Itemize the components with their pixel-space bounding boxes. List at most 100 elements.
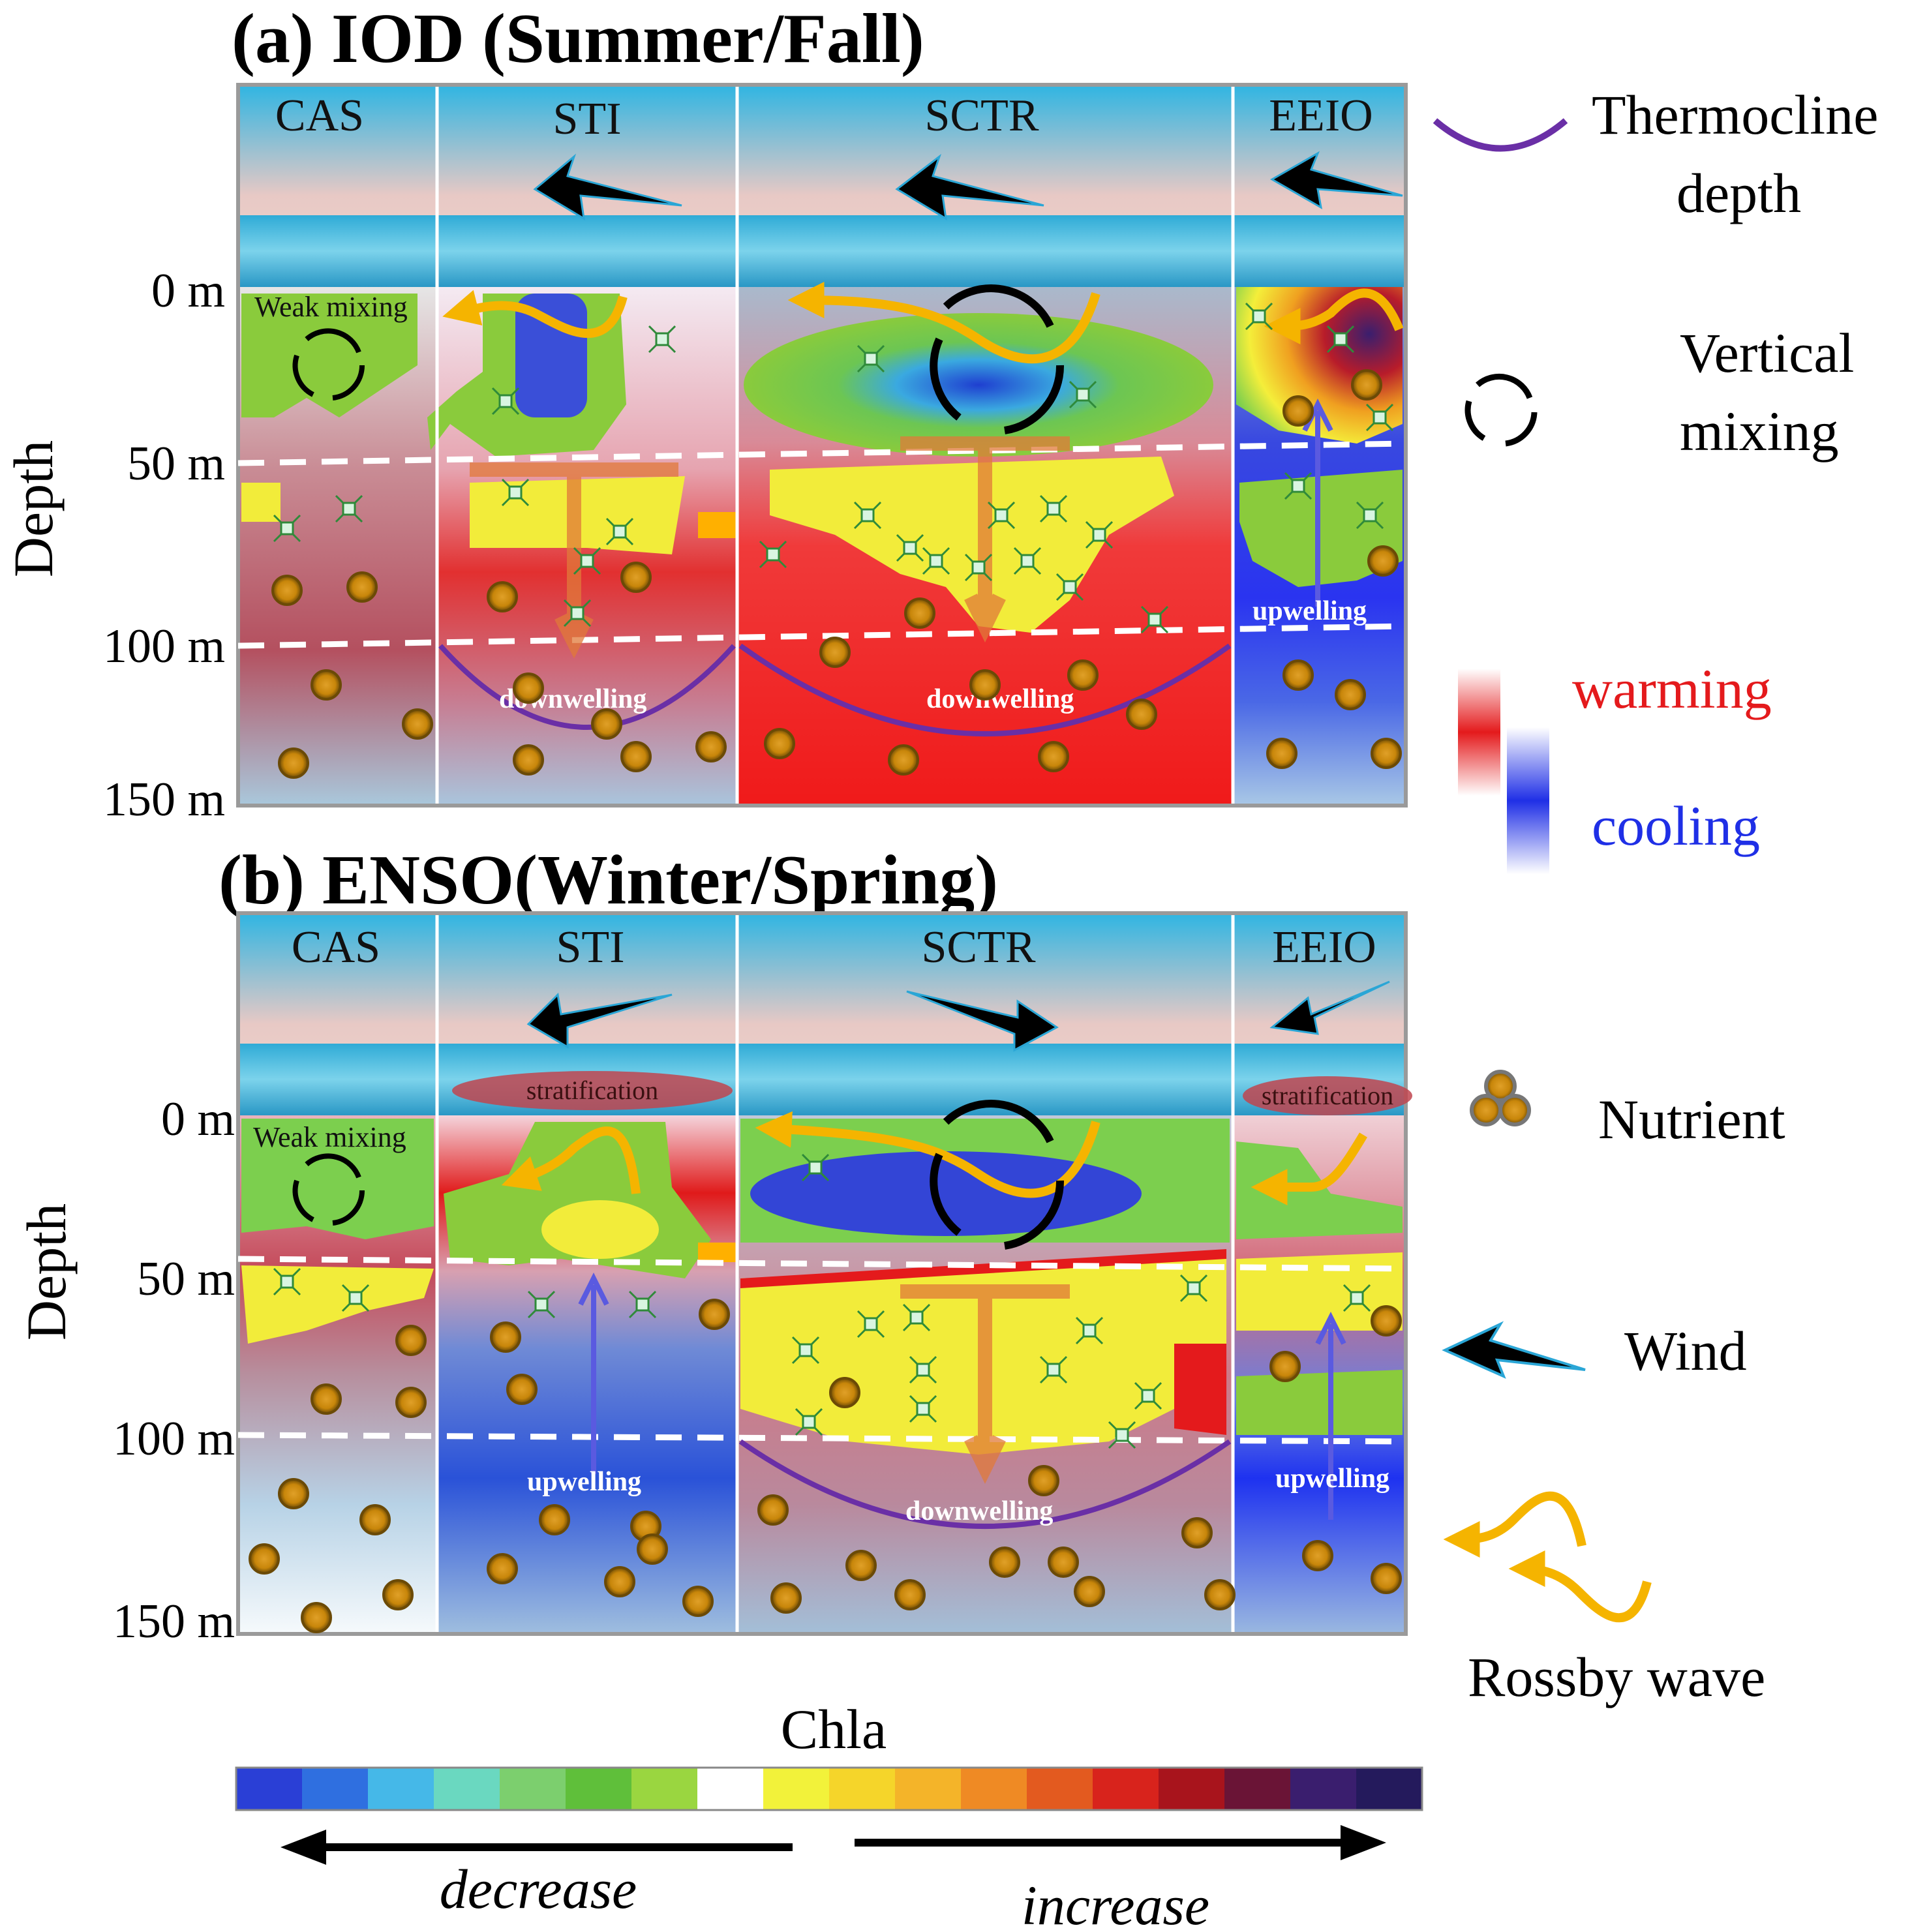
region-label-sti: STI — [556, 922, 625, 973]
plankton-marker — [1055, 573, 1084, 601]
colorbar-swatch — [434, 1768, 500, 1810]
nutrient-dot — [894, 1579, 926, 1610]
nutrient-dot — [699, 1299, 730, 1330]
nutrient-dot — [301, 1602, 332, 1633]
colorbar-swatch — [763, 1768, 830, 1810]
rossby-wave-icon — [787, 282, 1100, 364]
chla-patch — [1236, 1252, 1403, 1331]
legend-vertical-mixing-line1: Vertical — [1680, 322, 1854, 384]
nutrient-dot — [1367, 545, 1399, 577]
stratification-label: stratification — [1262, 1081, 1393, 1110]
nutrient-group — [249, 369, 1402, 1633]
plankton-marker — [896, 534, 924, 562]
wind-arrow-icon — [526, 992, 673, 1049]
colorbar-swatch — [1027, 1768, 1093, 1810]
plankton-marker — [1085, 521, 1114, 549]
colorbar-swatch — [236, 1768, 303, 1810]
nutrient-dot — [1371, 1305, 1402, 1336]
plankton-marker — [628, 1290, 657, 1319]
depth-line-50m — [237, 440, 1406, 466]
nutrient-dot — [1371, 1563, 1402, 1594]
plankton-marker — [857, 344, 885, 373]
colorbar-title: Chla — [781, 1698, 887, 1760]
wind-arrow-icon — [533, 153, 682, 220]
plankton-marker — [1179, 1274, 1208, 1303]
nutrient-dot — [346, 571, 378, 603]
nutrient-dot — [506, 1374, 538, 1405]
nutrient-dot — [1074, 1576, 1105, 1607]
region-label-sctr: SCTR — [921, 922, 1035, 973]
plankton-marker — [791, 1336, 820, 1365]
decrease-arrow — [281, 1830, 793, 1865]
depth-line-50m — [237, 1256, 1406, 1272]
depth-tick: 100 m — [113, 1412, 235, 1466]
nutrient-dot — [1204, 1579, 1236, 1610]
plankton-marker — [1284, 472, 1312, 500]
downwelling-arrow — [900, 436, 1070, 643]
weak-mixing-label: Weak mixing — [253, 1121, 406, 1153]
nutrient-dot — [1266, 738, 1297, 769]
chla-patch — [698, 512, 737, 538]
plankton-marker — [1326, 325, 1355, 354]
nutrient-dot — [487, 1553, 518, 1584]
depth-tick: 0 m — [161, 1093, 235, 1146]
thermocline-curve — [738, 643, 1232, 736]
region-label-eeio: EEIO — [1272, 922, 1376, 973]
nutrient-dot — [395, 1325, 427, 1356]
plankton-marker — [1069, 380, 1097, 409]
nutrient-dot — [1067, 659, 1099, 691]
nutrient-dot — [770, 1582, 802, 1614]
nutrient-dot — [845, 1550, 877, 1581]
rossby-wave-icon — [1251, 1132, 1368, 1205]
depth-tick: 150 m — [113, 1595, 235, 1648]
nutrient-dot — [764, 728, 795, 759]
nutrient-dot — [1351, 369, 1382, 400]
legend-nutrient: Nutrient — [1598, 1088, 1785, 1151]
colorbar-swatch — [961, 1768, 1027, 1810]
colorbar-swatch — [631, 1768, 698, 1810]
plankton-marker — [964, 553, 993, 582]
nutrient-dot — [1302, 1540, 1333, 1571]
legend-wind: Wind — [1624, 1320, 1747, 1382]
nutrient-dot — [278, 1478, 309, 1509]
colorbar-swatch — [1093, 1768, 1159, 1810]
plankton-marker — [648, 325, 676, 354]
colorbar-swatch — [697, 1768, 764, 1810]
plankton-marker — [605, 517, 634, 546]
colorbar-frame — [235, 1766, 1423, 1811]
flow-label: upwelling — [527, 1467, 641, 1497]
panel-a-frame: CAS STI SCTR EEIO Weak mixing downwellin… — [236, 83, 1408, 808]
plankton-marker — [857, 1310, 885, 1338]
nutrient-dot — [969, 669, 1001, 701]
nutrient-dot — [278, 747, 309, 779]
nutrient-dot — [382, 1579, 414, 1610]
plankton-marker — [909, 1395, 937, 1423]
nutrient-dot — [487, 581, 518, 612]
nutrient-dot — [539, 1504, 570, 1535]
colorbar-swatch — [895, 1768, 962, 1810]
rossby-wave-icon — [501, 1126, 641, 1194]
nutrient-dot — [249, 1543, 280, 1575]
vertical-mixing-icon — [930, 1100, 1065, 1250]
nutrient-dot — [490, 1321, 521, 1353]
rossby-wave-icon — [1264, 288, 1404, 344]
wind-arrow-icon — [1269, 151, 1403, 209]
chla-patch — [1239, 470, 1403, 587]
region-label-sctr: SCTR — [924, 91, 1039, 141]
vertical-mixing-legend-icon — [1464, 373, 1538, 447]
nutrient-dot — [1048, 1547, 1079, 1578]
plankton-group — [273, 302, 1394, 1449]
chla-patch — [241, 1119, 434, 1239]
chla-patch — [1174, 1344, 1226, 1435]
legend-warming: warming — [1572, 657, 1772, 720]
colorbar-swatch — [500, 1768, 566, 1810]
colorbar-swatch — [1356, 1768, 1423, 1810]
cooling-legend-swatch — [1507, 727, 1549, 874]
nutrient-dot — [1028, 1465, 1059, 1496]
nutrient-dot — [402, 708, 433, 740]
nutrient-legend-icon — [1470, 1070, 1531, 1126]
plankton-marker — [1365, 403, 1394, 432]
panel-b-frame: CAS STI SCTR EEIO Weak mixing stratifica… — [236, 911, 1412, 1636]
flow-label: upwelling — [1252, 596, 1367, 626]
nutrient-dot — [1181, 1517, 1213, 1548]
